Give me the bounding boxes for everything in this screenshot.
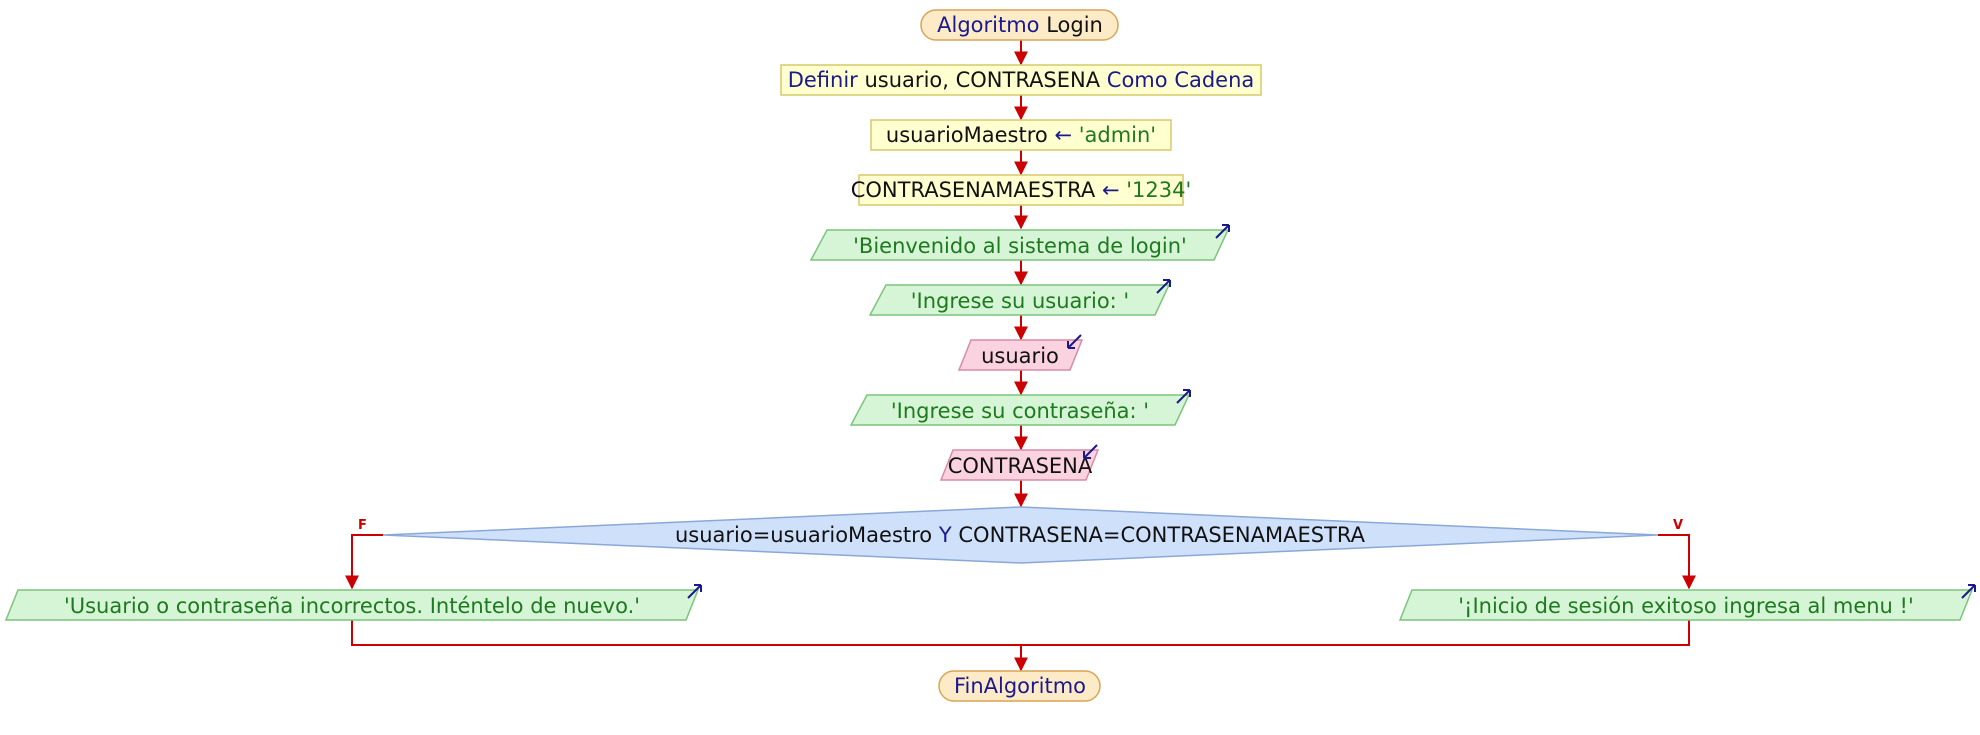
output-bienvenido: 'Bienvenido al sistema de login' <box>809 224 1230 261</box>
svg-text:CONTRASENA: CONTRASENA <box>948 454 1093 478</box>
svg-text:'Bienvenido al sistema de logi: 'Bienvenido al sistema de login' <box>853 234 1187 258</box>
start-terminal: Algoritmo Login <box>920 9 1119 41</box>
true-label: V <box>1673 518 1683 533</box>
svg-text:usuario: usuario <box>981 344 1059 368</box>
start-name: Login <box>1046 13 1103 37</box>
assign-usuario-maestro: usuarioMaestro ← 'admin' <box>870 119 1172 151</box>
output-ingrese-usuario: 'Ingrese su usuario: ' <box>868 279 1171 316</box>
input-arrow-icon <box>1083 444 1098 459</box>
decision-diamond: usuario=usuarioMaestro Y CONTRASENA=CONT… <box>382 506 1659 564</box>
svg-text:Definir usuario, CONTRASENA Co: Definir usuario, CONTRASENA Como Cadena <box>788 68 1255 92</box>
input-usuario: usuario <box>957 334 1084 371</box>
svg-text:'¡Inicio de sesión exitoso ing: '¡Inicio de sesión exitoso ingresa al me… <box>1458 594 1913 618</box>
output-arrow-icon <box>687 584 702 599</box>
output-arrow-icon <box>1215 224 1230 239</box>
svg-text:usuarioMaestro ← 'admin': usuarioMaestro ← 'admin' <box>886 123 1156 147</box>
false-label: F <box>358 518 367 533</box>
output-login-success: '¡Inicio de sesión exitoso ingresa al me… <box>1398 584 1976 621</box>
output-arrow-icon <box>1156 279 1171 294</box>
assign-contrasena-maestra: CONTRASENAMAESTRA ← '1234' <box>851 174 1192 206</box>
svg-text:'Ingrese su usuario: ': 'Ingrese su usuario: ' <box>911 289 1129 313</box>
output-login-fail: 'Usuario o contraseña incorrectos. Intén… <box>4 584 702 621</box>
svg-text:Algoritmo Login: Algoritmo Login <box>937 13 1103 37</box>
start-keyword: Algoritmo <box>937 13 1039 37</box>
svg-text:'Usuario o contraseña incorrec: 'Usuario o contraseña incorrectos. Intén… <box>64 594 640 618</box>
output-ingrese-contrasena: 'Ingrese su contraseña: ' <box>849 389 1191 426</box>
input-arrow-icon <box>1067 334 1082 349</box>
end-terminal: FinAlgoritmo <box>938 670 1101 702</box>
output-arrow-icon <box>1176 389 1191 404</box>
svg-text:CONTRASENAMAESTRA ← '1234': CONTRASENAMAESTRA ← '1234' <box>851 178 1192 202</box>
output-arrow-icon <box>1961 584 1976 599</box>
svg-text:FinAlgoritmo: FinAlgoritmo <box>954 674 1086 698</box>
flow-lines <box>345 40 1696 672</box>
input-contrasena: CONTRASENA <box>939 444 1100 481</box>
svg-text:'Ingrese su contraseña: ': 'Ingrese su contraseña: ' <box>891 399 1149 423</box>
svg-text:usuario=usuarioMaestro Y CONTR: usuario=usuarioMaestro Y CONTRASENA=CONT… <box>675 523 1366 547</box>
define-process: Definir usuario, CONTRASENA Como Cadena <box>780 64 1262 96</box>
